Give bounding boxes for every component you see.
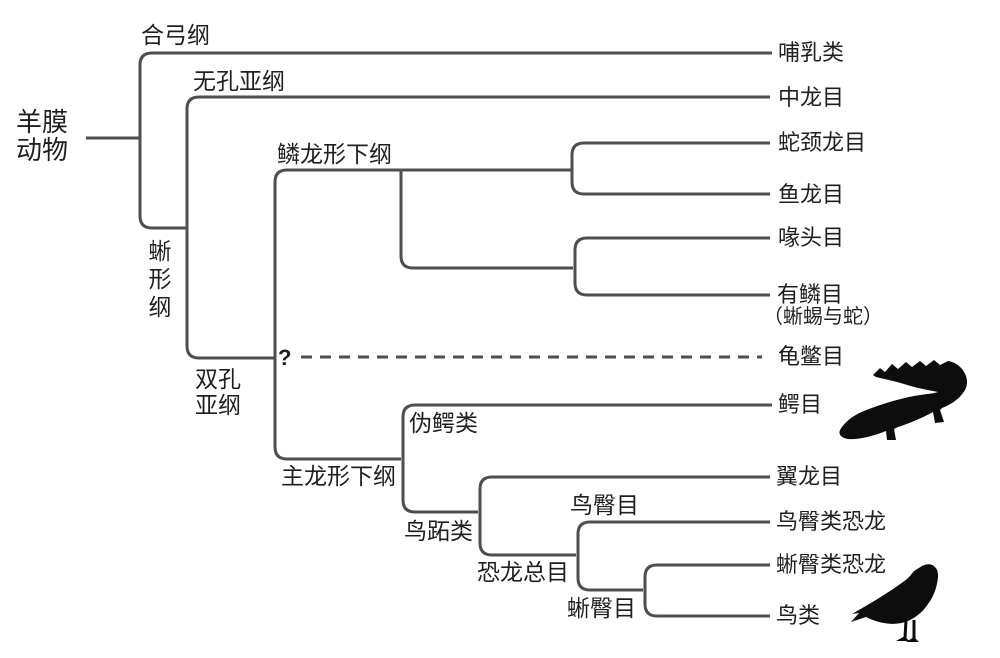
clade-label-synapsida: 合弓纲 [141, 22, 210, 48]
branch-anapsida-diapsida-line [185, 95, 770, 360]
clade-label-sauropsida: 蜥形纲 [148, 238, 172, 320]
clade-label-diapsida: 双孔亚纲 [195, 366, 241, 418]
clade-label-archosauromorpha: 主龙形下纲 [281, 463, 396, 489]
clade-label-anapsida: 无孔亚纲 [193, 68, 285, 94]
branch-avemetatarsalia-line [478, 475, 770, 557]
clade-label-pseudosuchia: 伪鳄类 [409, 410, 478, 436]
leaf-label-crocodilia: 鳄目 [778, 392, 823, 417]
leaf-label-pterosauria: 翼龙目 [776, 464, 843, 489]
clade-label-ornithischia: 鸟臀目 [570, 492, 639, 518]
branch-dinosauria-line [576, 520, 770, 592]
clade-label-saurischia: 蜥臀目 [567, 595, 636, 621]
leaf-label-plesiosauria: 蛇颈龙目 [778, 130, 867, 155]
clade-label-avemetatarsalia: 鸟跖类 [404, 518, 473, 544]
leaf-label-ornithischian-dinosaurs: 鸟臀类恐龙 [776, 509, 887, 534]
branch-lepidosaur-split-line [399, 170, 573, 270]
leaf-label-squamata-note: （蜥蜴与蛇） [763, 306, 883, 328]
clade-label-dinosauria: 恐龙总目 [477, 559, 569, 585]
leaf-label-mesosauria: 中龙目 [778, 85, 845, 110]
split-rhynchocephalia-squamata-line [573, 236, 770, 297]
clade-label-lepidosauromorpha: 鳞龙形下纲 [277, 141, 392, 167]
leaf-label-ichthyosauria: 鱼龙目 [778, 182, 845, 207]
branch-synapsida-sauropsida-line [138, 51, 772, 230]
bird-icon [851, 564, 939, 642]
leaf-label-testudines: 龟鳖目 [778, 344, 845, 369]
crocodile-icon [839, 360, 967, 440]
branch-saurischia-line [643, 563, 770, 618]
branch-archosauromorpha-line [401, 403, 772, 514]
split-plesiosaur-ichthyosaur-line [570, 141, 770, 196]
leaf-label-birds: 鸟类 [776, 603, 821, 628]
leaf-label-rhynchocephalia: 喙头目 [778, 225, 845, 250]
leaf-label-saurischian-dinosaurs: 蜥臀类恐龙 [776, 552, 887, 577]
root-label: 羊膜动物 [16, 107, 69, 165]
leaf-label-mammals: 哺乳类 [778, 40, 845, 65]
branch-diapsida-trunk-line [273, 168, 572, 461]
leaf-label-squamata: 有鳞目 [777, 282, 844, 307]
uncertainty-question-mark: ? [278, 345, 292, 370]
